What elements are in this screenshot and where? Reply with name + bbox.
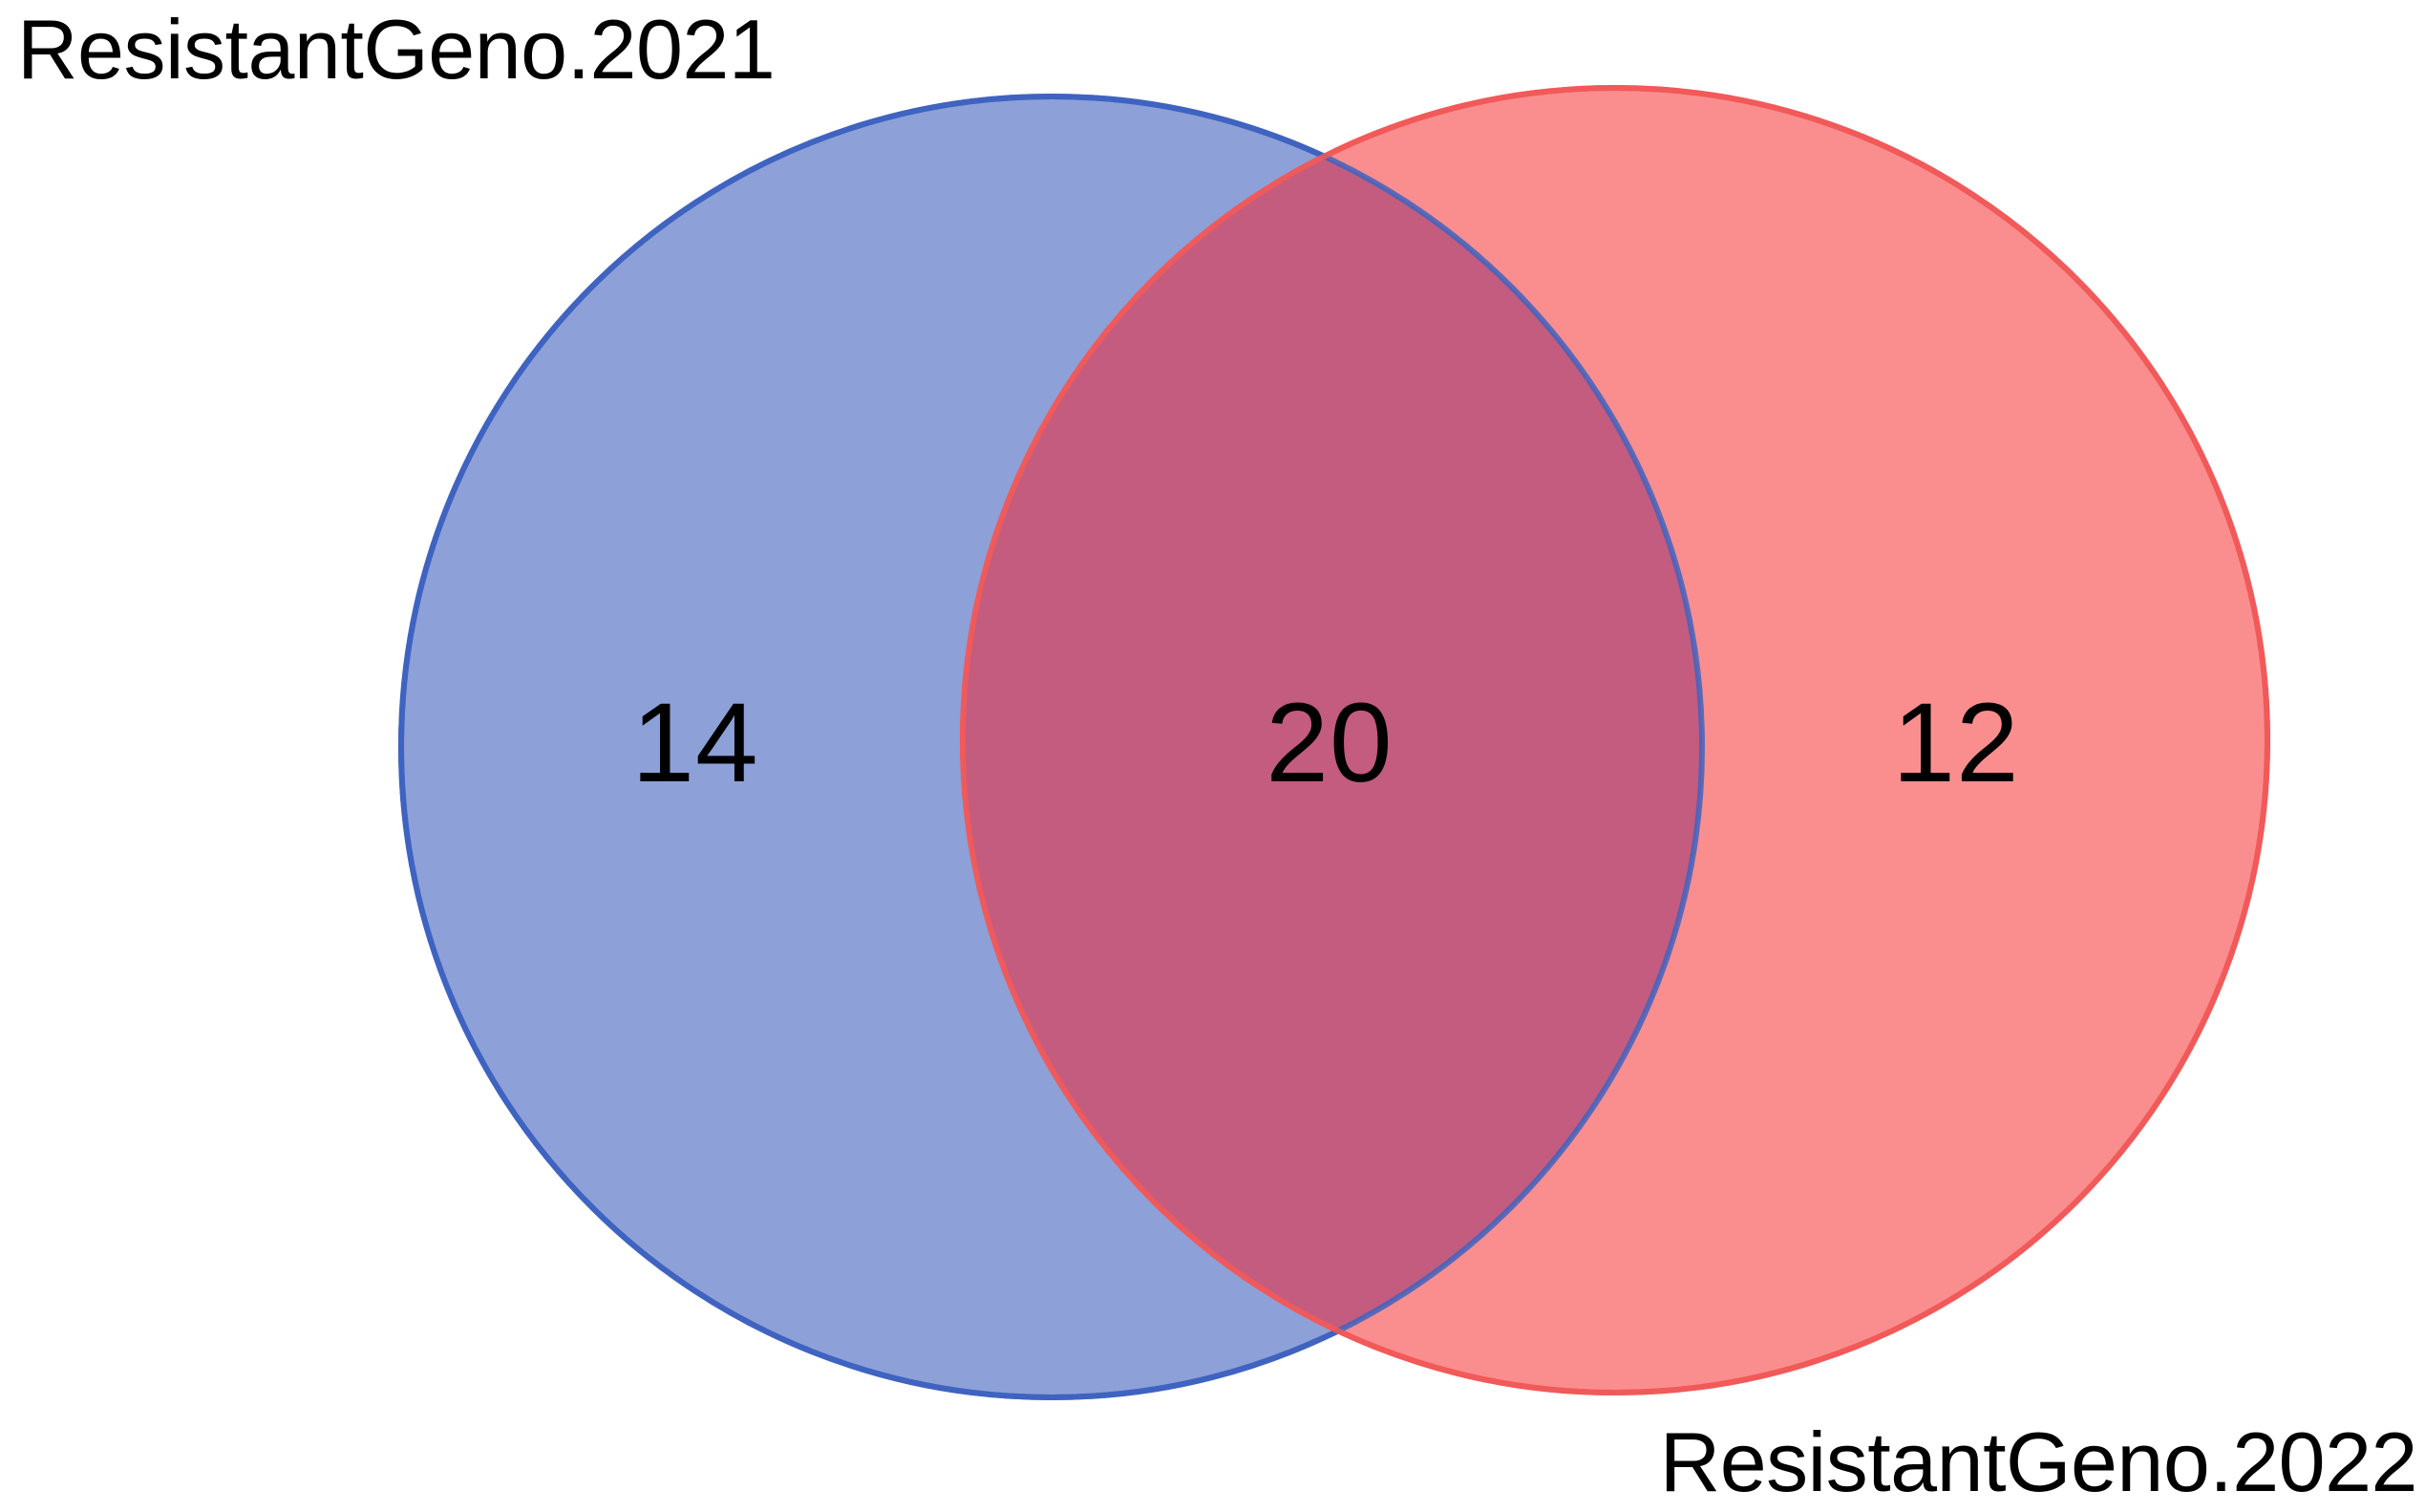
set-a-label: ResistantGeno.2021 xyxy=(17,2,776,96)
set-a-only-count: 14 xyxy=(631,680,759,806)
set-b-label: ResistantGeno.2022 xyxy=(1659,1415,2418,1509)
set-b-circle-outline xyxy=(960,85,2270,1395)
intersection-region[interactable] xyxy=(963,88,2267,1393)
intersection-count: 20 xyxy=(1266,680,1393,806)
set-a-circle-outline xyxy=(398,94,1705,1400)
set-b-only-count: 12 xyxy=(1892,680,2020,806)
